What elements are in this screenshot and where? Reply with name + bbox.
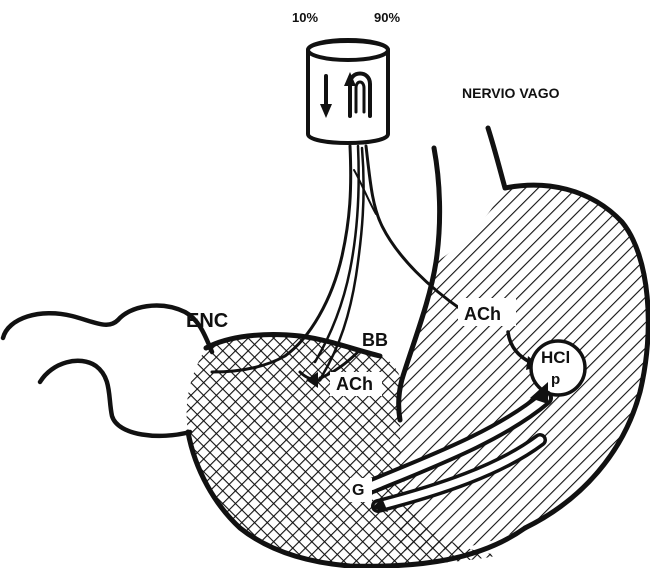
- g-label: G: [352, 482, 364, 499]
- ach-right-label: ACh: [464, 304, 501, 324]
- hcl-label: HCl: [541, 348, 570, 367]
- percent-right-label: 90%: [374, 10, 400, 25]
- enc-label: ENC: [186, 310, 228, 332]
- p-label: p: [551, 371, 560, 388]
- bb-label: BB: [362, 330, 388, 350]
- duodenum-outline: [3, 306, 212, 436]
- ach-center-label: ACh: [336, 374, 373, 394]
- down-arrow-icon: [320, 76, 332, 118]
- percent-left-label: 10%: [292, 10, 318, 25]
- nervio-vago-label: NERVIO VAGO: [462, 85, 560, 101]
- u-turn-arrow-icon: [344, 72, 370, 116]
